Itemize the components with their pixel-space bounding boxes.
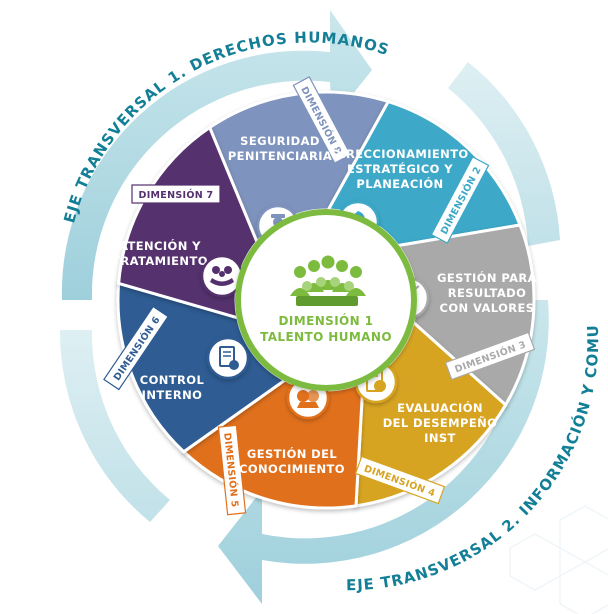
title-line: CONTROL	[140, 373, 205, 387]
title-line: EVALUACIÓN	[397, 400, 483, 415]
title-line: INTERNO	[142, 388, 203, 402]
tag-badge	[217, 424, 247, 516]
title-line: CONOCIMIENTO	[239, 462, 345, 476]
title-line: GESTIÓN PARA	[437, 270, 537, 285]
tag-badge	[354, 455, 446, 505]
title-line: GESTIÓN DEL	[247, 446, 338, 461]
tag-badge	[444, 331, 536, 381]
title-line: PLANEACIÓN	[356, 176, 443, 191]
tag-badge	[292, 76, 352, 164]
tag-text: DIMENSIÓN 7	[139, 189, 214, 201]
tag-dimension-5: DIMENSIÓN 5	[217, 424, 247, 516]
title-line: ATENCIÓN Y	[119, 238, 201, 253]
people-group-icon	[290, 255, 366, 306]
tag-badge	[131, 184, 221, 204]
title-line: SEGURIDAD	[240, 134, 320, 148]
title-line: DEL DESEMPEÑO	[383, 415, 498, 430]
tag-badge	[103, 305, 169, 391]
center-dimension-1[interactable]: DIMENSIÓN 1 TALENTO HUMANO	[235, 209, 417, 391]
tag-badge	[430, 156, 490, 244]
document-check-icon	[206, 336, 250, 380]
left-axis-band	[59, 330, 170, 522]
tag-dimension-7: DIMENSIÓN 7	[131, 184, 221, 204]
title-line: PENITENCIARIA	[228, 149, 332, 163]
title-line: RESULTADO	[448, 286, 527, 300]
bottom-axis-arrow	[218, 300, 549, 604]
title-line: TRATAMIENTO	[112, 254, 208, 268]
center-line-1: DIMENSIÓN 1	[279, 313, 374, 328]
center-line-2: TALENTO HUMANO	[260, 330, 392, 344]
right-axis-band	[448, 62, 560, 246]
hexagon-background-pattern	[509, 505, 608, 614]
outer-axis-ring	[59, 10, 560, 604]
top-axis-arrow	[61, 10, 372, 300]
title-line: DIRECCIONAMIENTO	[331, 147, 468, 161]
title-line: CON VALORES	[440, 301, 535, 315]
title-line: INST	[424, 431, 456, 445]
title-line: ESTRATÉGICO Y	[347, 161, 453, 176]
